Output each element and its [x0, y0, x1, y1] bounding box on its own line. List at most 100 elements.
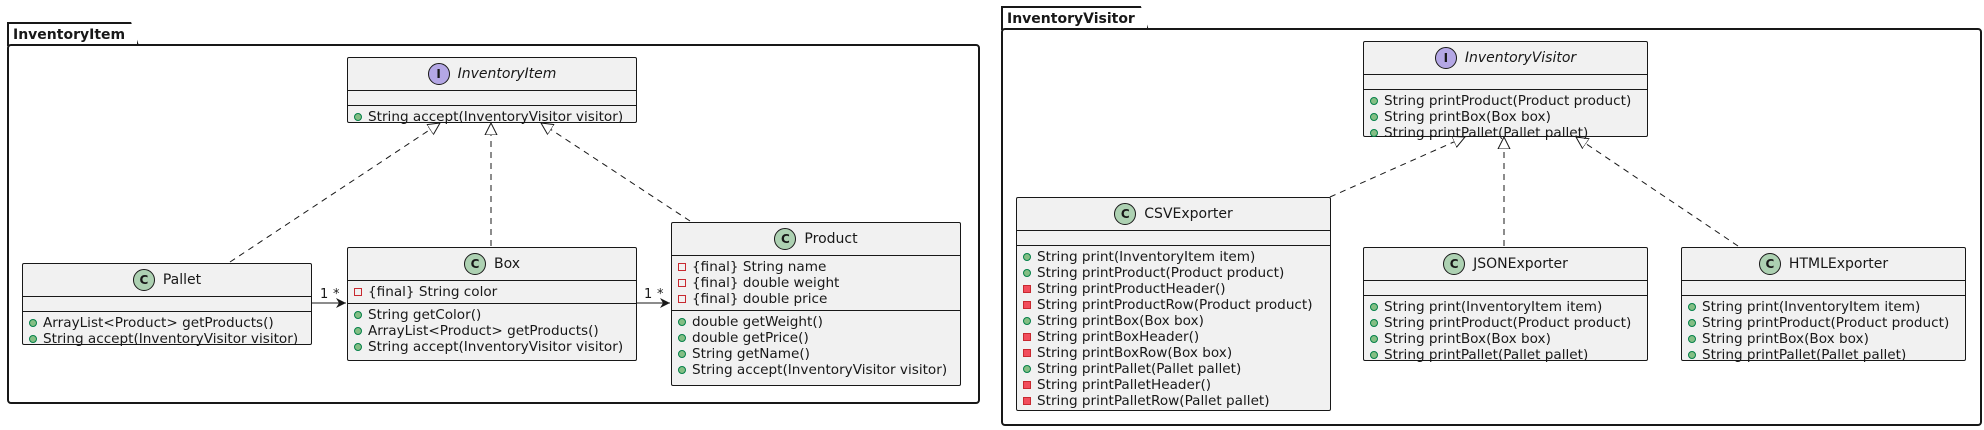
method-row: String getColor() [354, 307, 636, 323]
member-text: String getColor() [368, 307, 482, 323]
private-visibility-icon [1023, 333, 1031, 341]
member-text: ArrayList<Product> getProducts() [43, 315, 274, 331]
method-row: String printProduct(Product product) [1370, 93, 1647, 109]
member-text: String accept(InventoryVisitor visitor) [368, 339, 624, 355]
member-text: String printProductRow(Product product) [1037, 297, 1313, 313]
member-text: String print(InventoryItem item) [1384, 299, 1603, 315]
member-text: String accept(InventoryVisitor visitor) [43, 331, 299, 347]
public-visibility-icon [1688, 303, 1696, 311]
member-text: String printPallet(Pallet pallet) [1037, 361, 1242, 377]
method-row: String print(InventoryItem item) [1023, 249, 1330, 265]
method-row: String printPalletHeader() [1023, 377, 1330, 393]
member-text: String print(InventoryItem item) [1702, 299, 1921, 315]
interface-badge-icon: I [1434, 47, 1457, 69]
class-badge-icon: C [463, 253, 486, 275]
public-visibility-icon [678, 366, 686, 374]
field-row: {final} double weight [678, 275, 960, 291]
private-visibility-icon [1023, 381, 1031, 389]
realization-htmlexporter-inventoryvisitor [1576, 137, 1739, 247]
member-text: {final} double price [692, 291, 828, 307]
member-text: String printPalletHeader() [1037, 377, 1212, 393]
private-visibility-icon [678, 263, 686, 271]
methods-section: String print(InventoryItem item)String p… [1682, 296, 1965, 366]
member-text: double getPrice() [692, 330, 809, 346]
member-text: String printBox(Box box) [1384, 331, 1551, 347]
public-visibility-icon [1023, 317, 1031, 325]
member-text: double getWeight() [692, 314, 823, 330]
class-badge-icon: C [1758, 253, 1781, 275]
public-visibility-icon [678, 350, 686, 358]
public-visibility-icon [354, 311, 362, 319]
realization-product-inventoryitem [541, 123, 691, 222]
methods-section: String getColor()ArrayList<Product> getP… [348, 304, 636, 358]
methods-section: String printProduct(Product product)Stri… [1364, 90, 1647, 144]
public-visibility-icon [1688, 335, 1696, 343]
class-name: InventoryItem [457, 66, 557, 82]
fields-section: {final} String color [348, 281, 636, 304]
member-text: String printPalletRow(Pallet pallet) [1037, 393, 1270, 409]
method-row: double getPrice() [678, 330, 960, 346]
public-visibility-icon [1688, 319, 1696, 327]
class-name: Pallet [162, 272, 202, 288]
method-row: String printBox(Box box) [1370, 331, 1647, 347]
member-text: String printBox(Box box) [1702, 331, 1869, 347]
class-header: C HTMLExporter [1682, 248, 1965, 281]
methods-section: String print(InventoryItem item)String p… [1017, 246, 1330, 412]
method-row: String accept(InventoryVisitor visitor) [354, 339, 636, 355]
method-row: String printPallet(Pallet pallet) [1370, 125, 1647, 141]
member-text: String printBox(Box box) [1384, 109, 1551, 125]
field-row: {final} String color [354, 284, 636, 300]
method-row: String printBox(Box box) [1370, 109, 1647, 125]
multiplicity-label: * [333, 287, 340, 302]
class-name: InventoryVisitor [1464, 50, 1577, 66]
member-text: String print(InventoryItem item) [1037, 249, 1256, 265]
methods-section: String print(InventoryItem item) String p… [1364, 296, 1647, 366]
method-row: ArrayList<Product> getProducts() [354, 323, 636, 339]
public-visibility-icon [1370, 113, 1378, 121]
member-text: String printProduct(Product product) [1702, 315, 1950, 331]
method-row: ArrayList<Product> getProducts() [29, 315, 311, 331]
member-text: String printProduct(Product product) [1037, 265, 1285, 281]
package-tab-label: InventoryItem [7, 22, 139, 46]
public-visibility-icon [1023, 365, 1031, 373]
class-name: JSONExporter [1473, 256, 1568, 272]
private-visibility-icon [678, 295, 686, 303]
method-row: String printProduct(Product product) [1688, 315, 1965, 331]
member-text: String printPallet(Pallet pallet) [1384, 347, 1589, 363]
public-visibility-icon [1370, 335, 1378, 343]
class-badge-icon: C [132, 269, 155, 291]
member-text: String printPallet(Pallet pallet) [1702, 347, 1907, 363]
fields-section [1017, 231, 1330, 246]
method-row: String printPallet(Pallet pallet) [1023, 361, 1330, 377]
private-visibility-icon [354, 288, 362, 296]
public-visibility-icon [1023, 253, 1031, 261]
public-visibility-icon [1688, 351, 1696, 359]
public-visibility-icon [1370, 303, 1378, 311]
member-text: {final} double weight [692, 275, 840, 291]
member-text: String accept(InventoryVisitor visitor) [368, 109, 624, 125]
field-row: {final} double price [678, 291, 960, 307]
public-visibility-icon [1370, 129, 1378, 137]
member-text: String getName() [692, 346, 810, 362]
fields-section: {final} String name{final} double weight… [672, 256, 960, 311]
member-text: String printPallet(Pallet pallet) [1384, 125, 1589, 141]
public-visibility-icon [1370, 351, 1378, 359]
method-row: String printPalletRow(Pallet pallet) [1023, 393, 1330, 409]
method-row: String printBox(Box box) [1023, 313, 1330, 329]
class-header: I InventoryVisitor [1364, 42, 1647, 75]
member-text: ArrayList<Product> getProducts() [368, 323, 599, 339]
method-row: String accept(InventoryVisitor visitor) [678, 362, 960, 378]
class-name: HTMLExporter [1788, 256, 1889, 272]
